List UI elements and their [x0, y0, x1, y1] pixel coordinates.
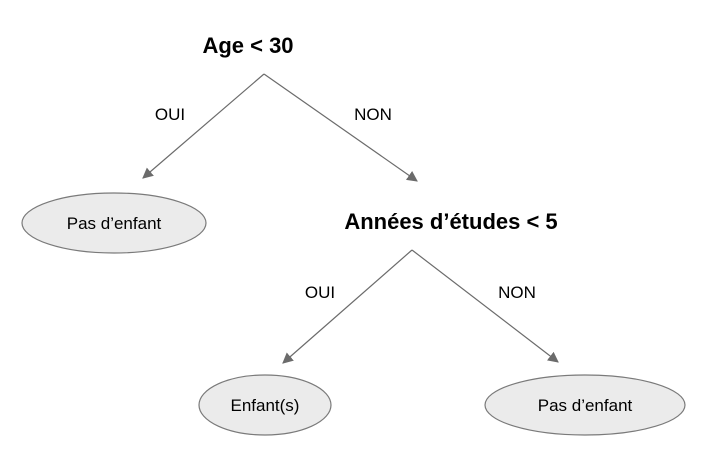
leaf-left-ellipse — [21, 192, 207, 254]
edge-root-non — [263, 73, 418, 182]
root-branch-label-non: NON — [354, 105, 392, 124]
node2-branch-label-non: NON — [498, 283, 536, 302]
leaf-left-label: Pas d’enfant — [67, 214, 162, 233]
edge-node2-non — [411, 249, 559, 363]
root-branch-label-oui: OUI — [155, 105, 185, 124]
edge-node2-oui — [282, 249, 413, 364]
root-node-label: Age < 30 — [202, 33, 293, 58]
leaf-right-ellipse — [484, 374, 686, 436]
leaf-mid-ellipse — [198, 374, 332, 436]
node2-label: Années d’études < 5 — [344, 209, 557, 234]
leaf-right-label: Pas d’enfant — [538, 396, 633, 415]
leaf-mid-label: Enfant(s) — [231, 396, 300, 415]
node2-branch-label-oui: OUI — [305, 283, 335, 302]
edge-root-oui — [142, 73, 265, 179]
